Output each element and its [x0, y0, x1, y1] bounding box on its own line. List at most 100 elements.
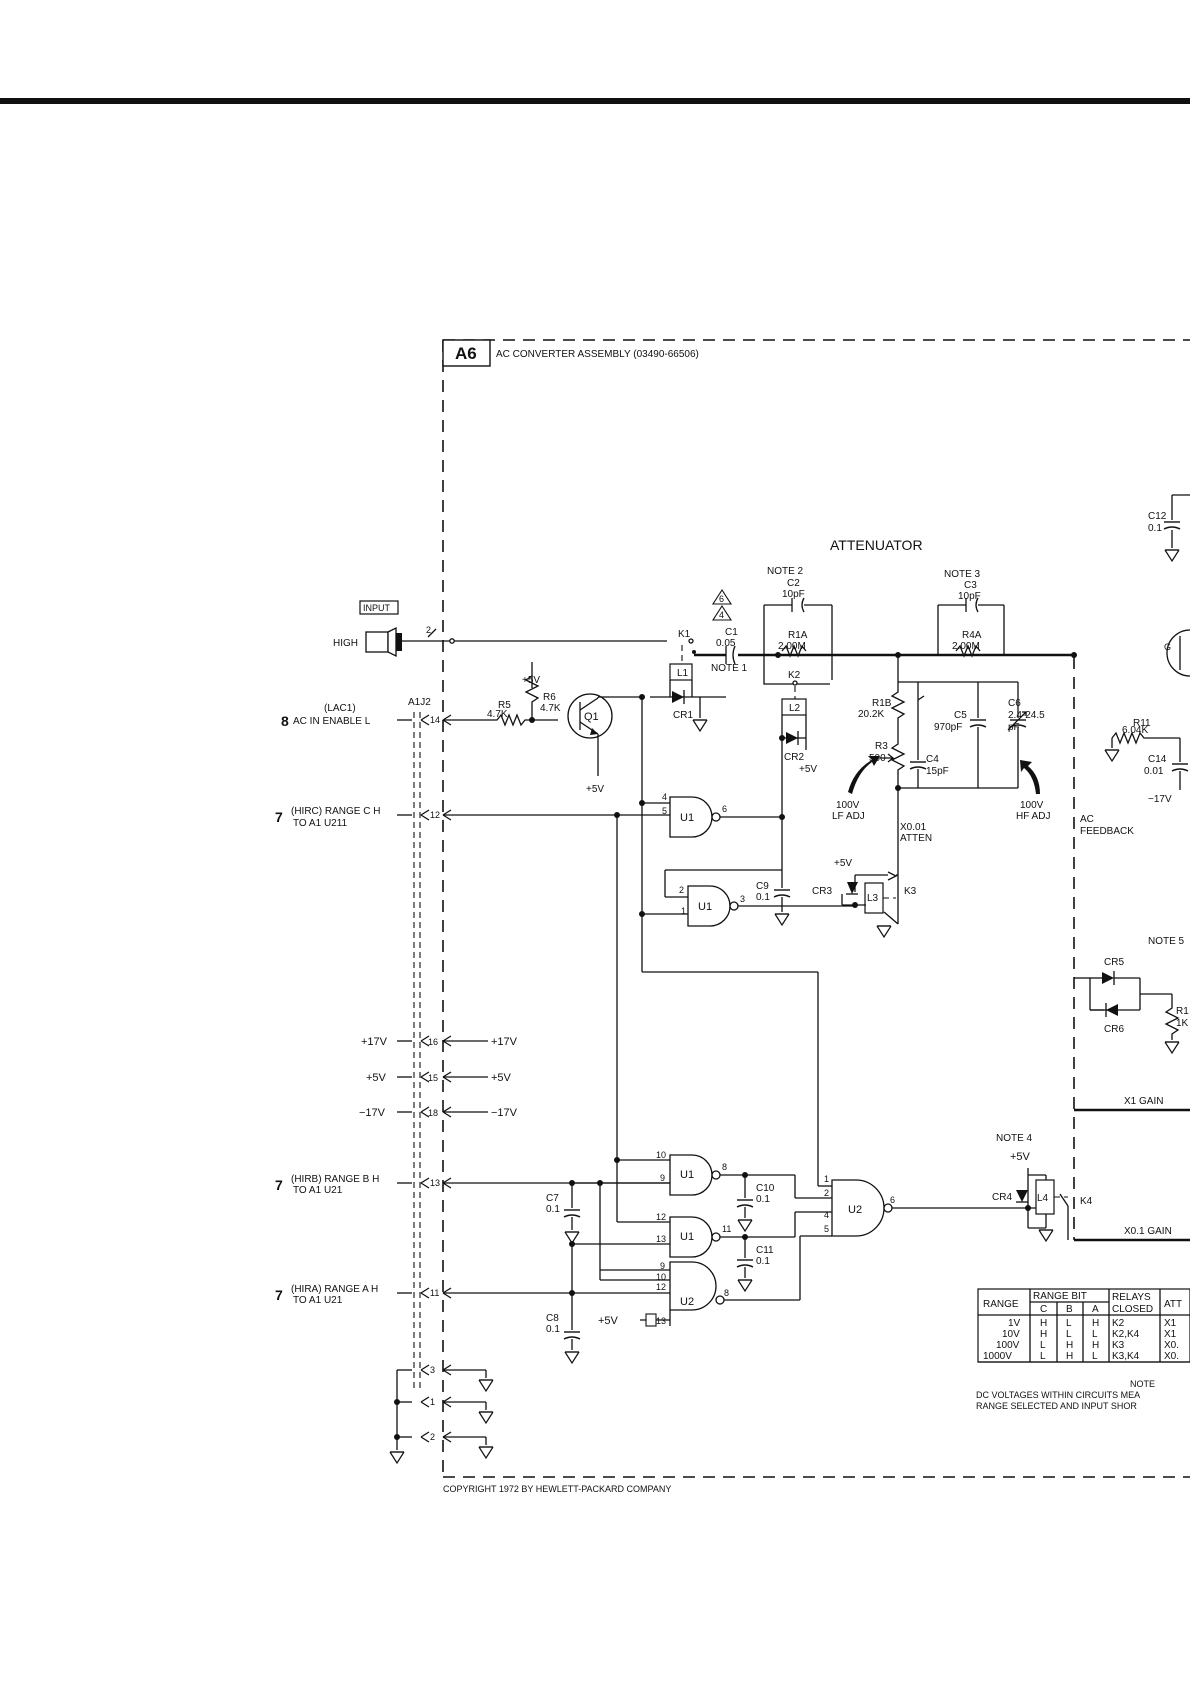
range-b-line2: TO A1 U21 [293, 1185, 343, 1196]
table-header-range-bit: RANGE BIT [1033, 1291, 1087, 1302]
note-triangle-4 [711, 604, 733, 621]
attenuator-title: ATTENUATOR [830, 537, 923, 553]
relay-k2 [779, 686, 807, 750]
u1a-pin6: 6 [722, 804, 727, 814]
c7-ref: C7 [546, 1193, 559, 1204]
ac-enable-num: 8 [281, 713, 289, 729]
c2-ref: C2 [787, 578, 800, 589]
u2b-pin8: 8 [724, 1288, 729, 1298]
r3-ref: R3 [875, 741, 888, 752]
ac-enable-pin: 14 [430, 715, 440, 725]
l2-label: L2 [789, 703, 801, 714]
u2b-pin10: 10 [656, 1272, 666, 1282]
ac-feedback-label-2: FEEDBACK [1080, 826, 1134, 837]
range-c-pin: 12 [430, 810, 440, 820]
assembly-title: AC CONVERTER ASSEMBLY (03490-66506) [496, 349, 699, 360]
r5-value: 4.7K [487, 709, 508, 720]
r1b-value: 20.2K [858, 709, 884, 720]
ac-enable-line2: AC IN ENABLE L [293, 716, 371, 727]
u1b-label: U1 [698, 901, 712, 913]
input-connector [359, 600, 667, 658]
c8-ref: C8 [546, 1313, 559, 1324]
c6-unit: pF [1008, 722, 1020, 733]
c3-value: 10pF [958, 591, 981, 602]
signal-ac-enable [397, 714, 475, 726]
range-table [977, 1288, 1190, 1363]
u1c-label: U1 [680, 1169, 694, 1181]
u2-gate-b [669, 1235, 832, 1326]
c4-ref: C4 [926, 754, 939, 765]
q1-emitter-supply: +5V [586, 784, 604, 795]
relay-k3 [841, 871, 899, 938]
u1-gate-c [669, 1154, 832, 1232]
table-row-b: L [1066, 1318, 1072, 1329]
table-row-relays: K3 [1112, 1340, 1125, 1351]
supply-17v-right: +17V [491, 1036, 518, 1048]
lf-adj-line2: LF ADJ [832, 811, 865, 822]
u2a-pin4: 4 [824, 1210, 829, 1220]
r6-value: 4.7K [540, 703, 561, 714]
table-row-a: H [1092, 1318, 1099, 1329]
note1-label: NOTE 1 [711, 663, 748, 674]
table-bit-b: B [1066, 1304, 1073, 1315]
table-row-range: 100V [996, 1340, 1020, 1351]
table-row-c: L [1040, 1351, 1046, 1362]
note-triangle-6 [711, 588, 733, 605]
table-row-range: 1000V [983, 1351, 1012, 1362]
assembly-ref: A6 [455, 344, 477, 363]
c10-value: 0.1 [756, 1194, 770, 1205]
cr4-label: CR4 [992, 1192, 1012, 1203]
table-row-relays: K2 [1112, 1318, 1125, 1329]
table-row-range: 10V [1002, 1329, 1020, 1340]
ground-pins [389, 1364, 494, 1464]
u2a-pin2: 2 [824, 1188, 829, 1198]
u2b-supply: +5V [598, 1315, 619, 1327]
ac-enable-line1: (LAC1) [324, 703, 356, 714]
u1d-pin11: 11 [722, 1224, 731, 1234]
r11-ref: R11 [1133, 718, 1151, 729]
l4-label: L4 [1037, 1193, 1049, 1204]
r1a-value: 2.00M [778, 641, 806, 652]
range-a-line2: TO A1 U21 [293, 1295, 343, 1306]
supply-m17v-right: −17V [491, 1107, 518, 1119]
note5-label: NOTE 5 [1148, 936, 1185, 947]
note-triangle-4-text: 4 [719, 610, 724, 620]
gnd-pin-1: 1 [430, 1397, 435, 1407]
c14-value: 0.01 [1144, 766, 1164, 777]
cr5-label: CR5 [1104, 957, 1124, 968]
table-row-att: X0. [1164, 1351, 1179, 1362]
u1c-pin8: 8 [722, 1162, 727, 1172]
table-row-att: X0. [1164, 1340, 1179, 1351]
table-row-att: X1 [1164, 1318, 1177, 1329]
cr3-label: CR3 [812, 886, 832, 897]
c5-ref: C5 [954, 710, 967, 721]
r6-ref: R6 [543, 692, 556, 703]
range-b-pin: 13 [430, 1178, 440, 1188]
table-bit-c: C [1040, 1304, 1047, 1315]
u1a-pin5: 5 [662, 806, 667, 816]
c9-value: 0.1 [756, 892, 770, 903]
supply-m17v-pin: 18 [428, 1108, 438, 1118]
range-b-line1: (HIRB) RANGE B H [291, 1174, 379, 1185]
input-pin: 2 [426, 625, 431, 635]
u1-gate-b [639, 869, 855, 927]
u1b-pin2: 2 [679, 885, 684, 895]
table-row-b: H [1066, 1340, 1073, 1351]
x01-gain-label: X0.1 GAIN [1124, 1226, 1172, 1237]
l1-label: L1 [677, 668, 689, 679]
range-b-num: 7 [275, 1177, 283, 1193]
x001-atten-line1: X0.01 [900, 822, 927, 833]
u1a-label: U1 [680, 812, 694, 824]
c8-value: 0.1 [546, 1324, 560, 1335]
lf-adj-arrow [848, 756, 880, 794]
k3-label: K3 [904, 886, 917, 897]
table-row-c: H [1040, 1318, 1047, 1329]
signal-range-c [397, 809, 670, 821]
u1-gate-a [639, 697, 785, 920]
u1d-pin12: 12 [656, 1212, 666, 1222]
supply-17v-pin: 16 [428, 1037, 438, 1047]
table-header-relays: RELAYS [1112, 1292, 1151, 1303]
u2b-pin13: 13 [656, 1316, 666, 1326]
range-c-line1: (HIRC) RANGE C H [291, 806, 380, 817]
